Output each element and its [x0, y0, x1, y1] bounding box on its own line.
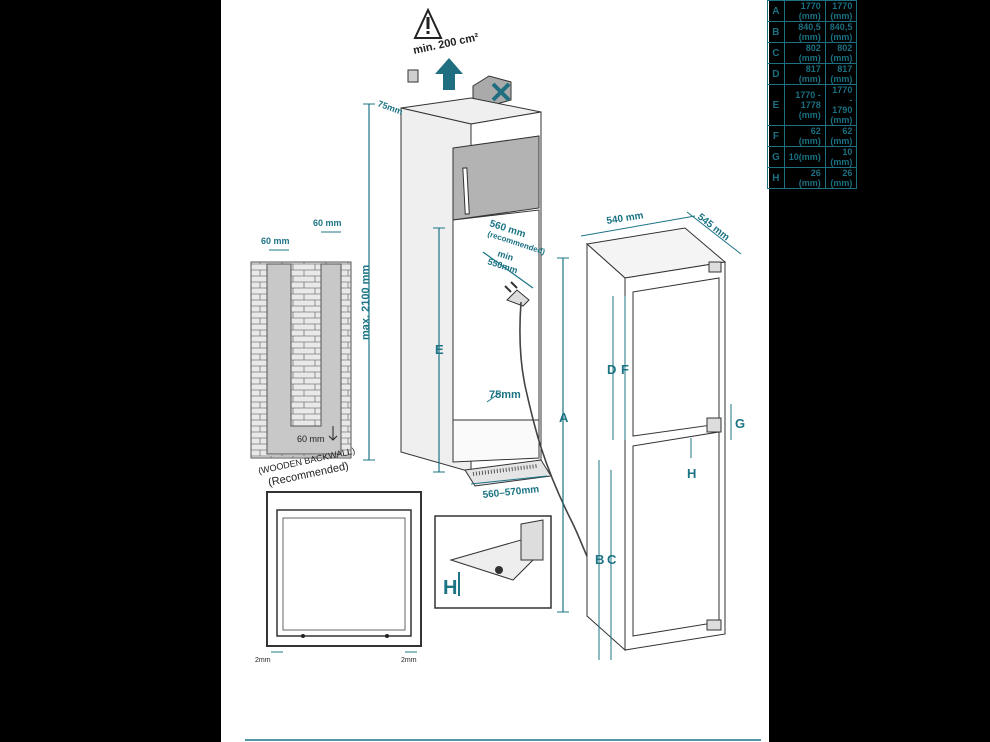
dim-H-label: H: [687, 466, 696, 481]
dim-F-label: F: [621, 362, 629, 377]
dimension-cell-key: A: [767, 0, 785, 22]
dimension-cell-v1: 1770 (mm): [783, 0, 826, 22]
dimension-cell-v2: 1770 (mm): [824, 0, 858, 22]
dimension-cell-v1: 817 (mm): [783, 63, 826, 85]
brick-backwall: [250, 261, 352, 459]
fridge-appliance: [585, 227, 727, 652]
slot-width-left-label: 60 mm: [261, 236, 290, 246]
dimension-cell-v2: 817 (mm): [824, 63, 858, 85]
niche-min-label: min: [496, 248, 514, 262]
power-plug-icon: [504, 281, 530, 307]
dimension-cell-v2: 1770 - 1790 (mm): [824, 84, 858, 126]
dimension-cell-v1: 1770 - 1778 (mm): [783, 84, 826, 126]
appliance-depth-label: 545 mm: [695, 212, 731, 244]
dimension-cell-v2: 840,5 (mm): [824, 21, 858, 43]
dim-G-label: G: [735, 416, 745, 431]
niche-cabinet: [400, 97, 552, 487]
slot-width-right-label: 60 mm: [313, 218, 342, 228]
dimension-cell-v1: 10(mm): [783, 146, 826, 168]
dimension-cell-v1: 26 (mm): [783, 167, 826, 189]
top-depth-label: 75mm: [376, 98, 404, 116]
dimension-cell-v1: 802 (mm): [783, 42, 826, 64]
dimension-cell-key: B: [767, 21, 785, 43]
dimension-cell-v2: 10 (mm): [824, 146, 858, 168]
vent-up-arrow-icon: [435, 58, 463, 90]
dimension-cell-v2: 62 (mm): [824, 125, 858, 147]
dimension-cell-v2: 26 (mm): [824, 167, 858, 189]
dim-B-label: B: [595, 552, 604, 567]
slot-bottom-label: 60 mm: [297, 434, 325, 444]
dimension-cell-key: E: [767, 84, 785, 126]
dim-D-label: D: [607, 362, 616, 377]
warning-icon: [413, 7, 443, 39]
dimension-cell-key: D: [767, 63, 785, 85]
dim-E-label: E: [435, 342, 444, 357]
dimension-cell-v2: 802 (mm): [824, 42, 858, 64]
vent-grille-icon: [407, 69, 419, 83]
dimension-cell-v1: 840,5 (mm): [783, 21, 826, 43]
cabinet-top-view: [266, 491, 422, 647]
dim-A-label: A: [559, 410, 569, 425]
dim-C-label: C: [607, 552, 617, 567]
niche-width-label: 560–570mm: [482, 484, 540, 501]
gap-right-label: 2mm: [401, 657, 417, 664]
installation-diagram: min. 200 cm²: [245, 7, 761, 741]
detail-H-label: H: [443, 577, 457, 599]
gap-75-label: 75mm: [489, 389, 521, 401]
hinge-detail: [434, 515, 552, 609]
dimension-cell-key: G: [767, 146, 785, 168]
max-height-label: max. 2100 mm: [360, 265, 372, 340]
dimension-cell-key: H: [767, 167, 785, 189]
dimension-cell-v1: 62 (mm): [783, 125, 826, 147]
appliance-width-label: 540 mm: [606, 210, 645, 227]
dimension-cell-key: C: [767, 42, 785, 64]
gap-left-label: 2mm: [255, 657, 271, 664]
dimension-cell-key: F: [767, 125, 785, 147]
